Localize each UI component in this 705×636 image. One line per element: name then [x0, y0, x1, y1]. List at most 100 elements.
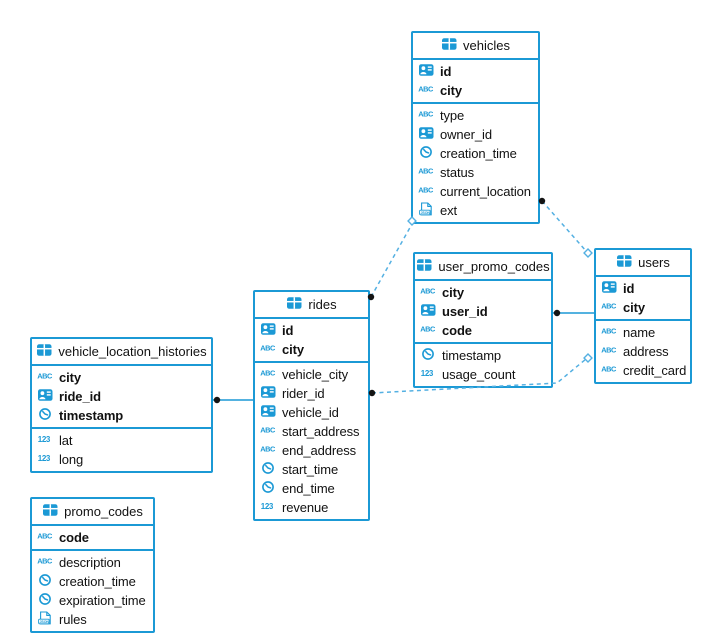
- svg-text:ABC: ABC: [37, 532, 53, 541]
- field-row-usage_count: 123 usage_count: [415, 365, 551, 384]
- json-document-icon: JSON: [37, 611, 54, 628]
- field-row-expiration_time: expiration_time: [32, 591, 153, 610]
- field-row-city: ABC city: [413, 81, 538, 100]
- svg-text:ABC: ABC: [260, 445, 276, 454]
- table-icon: [286, 296, 303, 313]
- table-icon: [441, 37, 458, 54]
- relationship-vehicles-to-users: [538, 197, 593, 258]
- svg-text:ABC: ABC: [420, 287, 436, 296]
- table-header[interactable]: vehicle_location_histories: [32, 339, 211, 366]
- field-row-rider_id: rider_id: [255, 384, 368, 403]
- field-name: revenue: [282, 500, 329, 515]
- field-name: current_location: [440, 184, 531, 199]
- field-name: city: [59, 370, 82, 385]
- field-name: start_address: [282, 424, 360, 439]
- clock-icon: [37, 592, 54, 609]
- table-icon: [416, 258, 433, 275]
- field-name: code: [59, 530, 89, 545]
- field-name: lat: [59, 433, 73, 448]
- table-header[interactable]: vehicles: [413, 33, 538, 60]
- svg-text:ABC: ABC: [260, 426, 276, 435]
- svg-text:JSON: JSON: [40, 620, 50, 624]
- number-123-type-icon: 123: [37, 451, 54, 468]
- abc-text-type-icon: ABC: [37, 554, 54, 571]
- relationship-line: [370, 223, 413, 298]
- id-badge-icon: [260, 322, 277, 339]
- svg-text:JSON: JSON: [421, 211, 431, 215]
- abc-text-type-icon: ABC: [420, 322, 437, 339]
- svg-text:123: 123: [421, 369, 434, 378]
- field-row-vehicle_id: vehicle_id: [255, 403, 368, 422]
- field-name: city: [440, 83, 463, 98]
- field-name: rules: [59, 612, 87, 627]
- primary-key-section: ABC code: [32, 526, 153, 549]
- table-title: rides: [308, 297, 337, 312]
- abc-text-type-icon: ABC: [418, 107, 435, 124]
- field-row-rules: JSON rules: [32, 610, 153, 629]
- abc-text-type-icon: ABC: [37, 529, 54, 546]
- svg-text:ABC: ABC: [260, 369, 276, 378]
- table-header[interactable]: promo_codes: [32, 499, 153, 526]
- abc-text-type-icon: ABC: [260, 442, 277, 459]
- clock-icon: [37, 407, 54, 424]
- abc-text-type-icon: ABC: [601, 362, 618, 379]
- field-name: usage_count: [442, 367, 516, 382]
- clock-icon: [420, 347, 437, 364]
- field-row-start_address: ABC start_address: [255, 422, 368, 441]
- abc-text-type-icon: ABC: [601, 324, 618, 341]
- field-name: long: [59, 452, 84, 467]
- columns-section: ABC description creation_time expiration_ti…: [32, 549, 153, 631]
- field-name: description: [59, 555, 121, 570]
- relationship-rides-to-vehicles: [367, 216, 417, 301]
- abc-text-type-icon: ABC: [601, 299, 618, 316]
- field-name: city: [623, 300, 646, 315]
- field-name: code: [442, 323, 472, 338]
- id-badge-icon: [420, 303, 437, 320]
- table-header[interactable]: users: [596, 250, 690, 277]
- field-row-code: ABC code: [415, 321, 551, 340]
- svg-text:ABC: ABC: [418, 85, 434, 94]
- field-name: vehicle_id: [282, 405, 339, 420]
- id-badge-icon: [601, 280, 618, 297]
- table-title: user_promo_codes: [438, 259, 550, 274]
- id-badge-icon: [37, 388, 54, 405]
- field-row-creation_time: creation_time: [32, 572, 153, 591]
- diamond-endpoint-marker: [583, 248, 593, 258]
- id-badge-icon: [260, 385, 277, 402]
- field-row-id: id: [255, 321, 368, 340]
- abc-text-type-icon: ABC: [260, 341, 277, 358]
- svg-text:ABC: ABC: [601, 346, 617, 355]
- number-123-type-icon: 123: [420, 366, 437, 383]
- columns-section: 123 lat 123 long: [32, 427, 211, 471]
- field-name: creation_time: [59, 574, 136, 589]
- abc-text-type-icon: ABC: [601, 343, 618, 360]
- abc-text-type-icon: ABC: [418, 164, 435, 181]
- field-name: start_time: [282, 462, 339, 477]
- table-header[interactable]: user_promo_codes: [415, 254, 551, 281]
- table-header[interactable]: rides: [255, 292, 368, 319]
- field-name: creation_time: [440, 146, 517, 161]
- table-title: promo_codes: [64, 504, 143, 519]
- field-row-long: 123 long: [32, 450, 211, 469]
- json-document-icon: JSON: [418, 202, 435, 219]
